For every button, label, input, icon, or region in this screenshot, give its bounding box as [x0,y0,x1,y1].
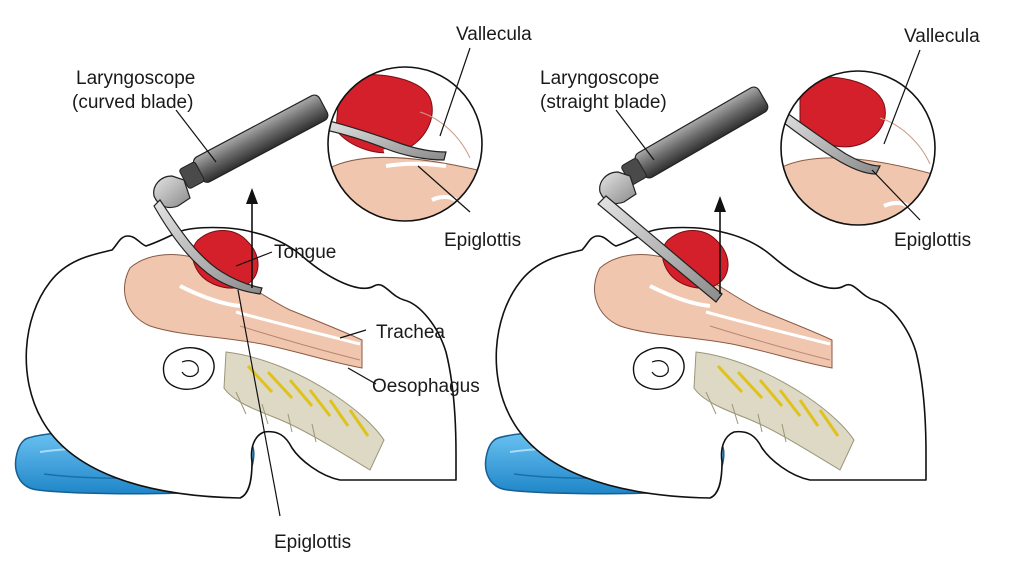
laryngoscope-straight [597,86,769,303]
ear-right [632,347,685,390]
inset-vallecula-right [780,70,936,226]
cervical-spine-right [693,351,855,471]
label-laryngoscope-right-1: Laryngoscope [540,68,659,89]
label-vallecula-right: Vallecula [904,26,980,47]
label-oesophagus: Oesophagus [372,376,480,397]
label-laryngoscope-right-2: (straight blade) [540,92,667,113]
label-epiglottis-inset-right: Epiglottis [894,230,971,251]
label-epiglottis-bottom: Epiglottis [274,532,351,553]
label-trachea: Trachea [376,322,445,343]
inset-vallecula-left [327,66,483,222]
lift-arrow-right [714,196,726,294]
ear-left [162,347,215,390]
left-panel: Laryngoscope (curved blade) Vallecula Ep… [14,24,532,553]
laryngoscope-curved [153,94,329,295]
label-vallecula-left: Vallecula [456,24,532,45]
right-panel: Laryngoscope (straight blade) Vallecula … [484,26,980,499]
label-laryngoscope-left-1: Laryngoscope [76,68,195,89]
label-laryngoscope-left-2: (curved blade) [72,92,193,113]
lift-arrow-left [246,188,258,288]
cervical-spine-left [223,351,385,471]
label-tongue: Tongue [274,242,336,263]
leader-lines-left [175,47,471,517]
label-epiglottis-inset-left: Epiglottis [444,230,521,251]
leader-lines-right [615,49,921,221]
